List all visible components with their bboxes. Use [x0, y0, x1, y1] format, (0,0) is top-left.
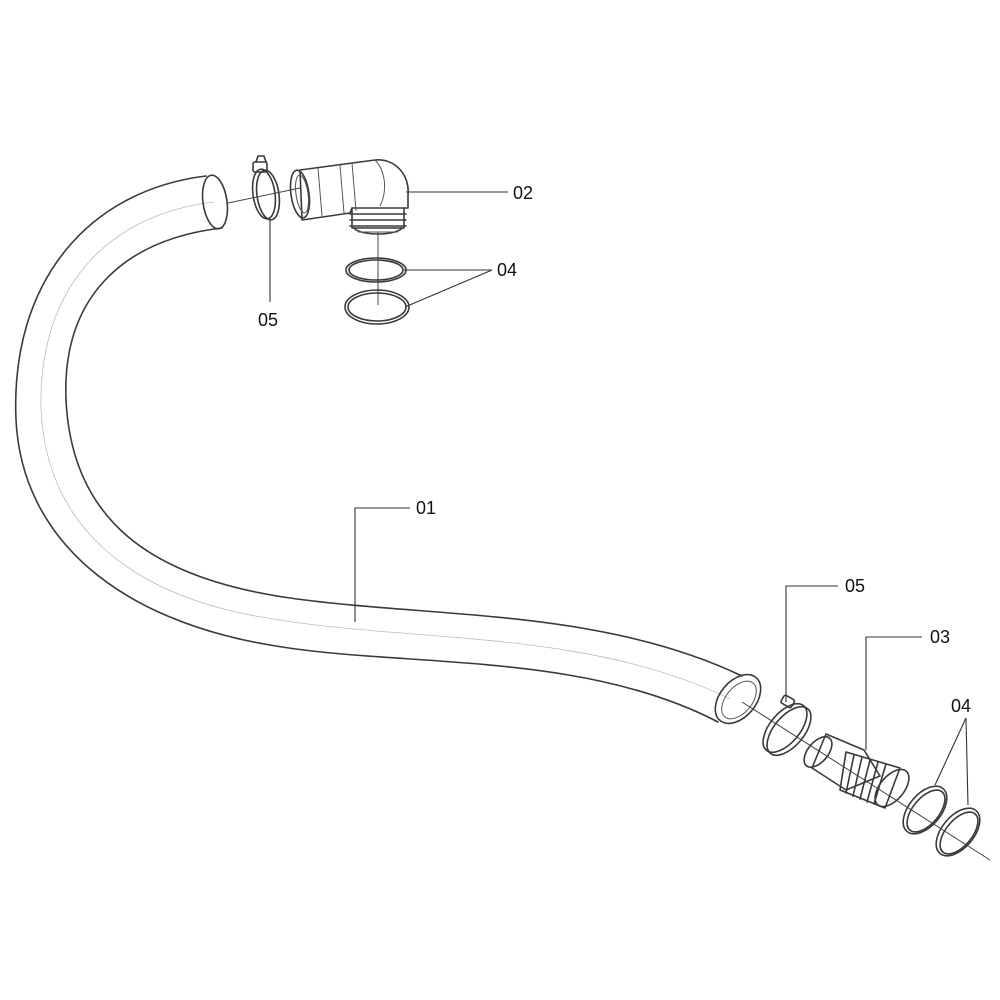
- leader-01: [354, 507, 410, 622]
- top-assembly-axis: [227, 187, 301, 204]
- leader-04-top: [404, 269, 493, 308]
- leader-03: [865, 636, 922, 750]
- hose-clamp-bottom: [762, 694, 812, 757]
- o-rings-bottom: [902, 785, 981, 857]
- callout-05-top: 05: [258, 310, 278, 330]
- hose-part: [14, 174, 762, 725]
- callout-02: 02: [513, 183, 533, 203]
- o-rings-top: [344, 257, 410, 325]
- elbow-fitting-part: [289, 159, 409, 235]
- callout-01: 01: [416, 498, 436, 518]
- callout-04-top: 04: [497, 260, 517, 280]
- callout-05-bottom: 05: [845, 576, 865, 596]
- hose-clamp-top: [251, 155, 281, 221]
- callout-04-bottom: 04: [951, 696, 971, 716]
- leader-04-bottom: [934, 717, 969, 806]
- callout-03: 03: [930, 627, 950, 647]
- straight-fitting-part: [803, 733, 910, 809]
- leader-05-bottom: [785, 585, 838, 702]
